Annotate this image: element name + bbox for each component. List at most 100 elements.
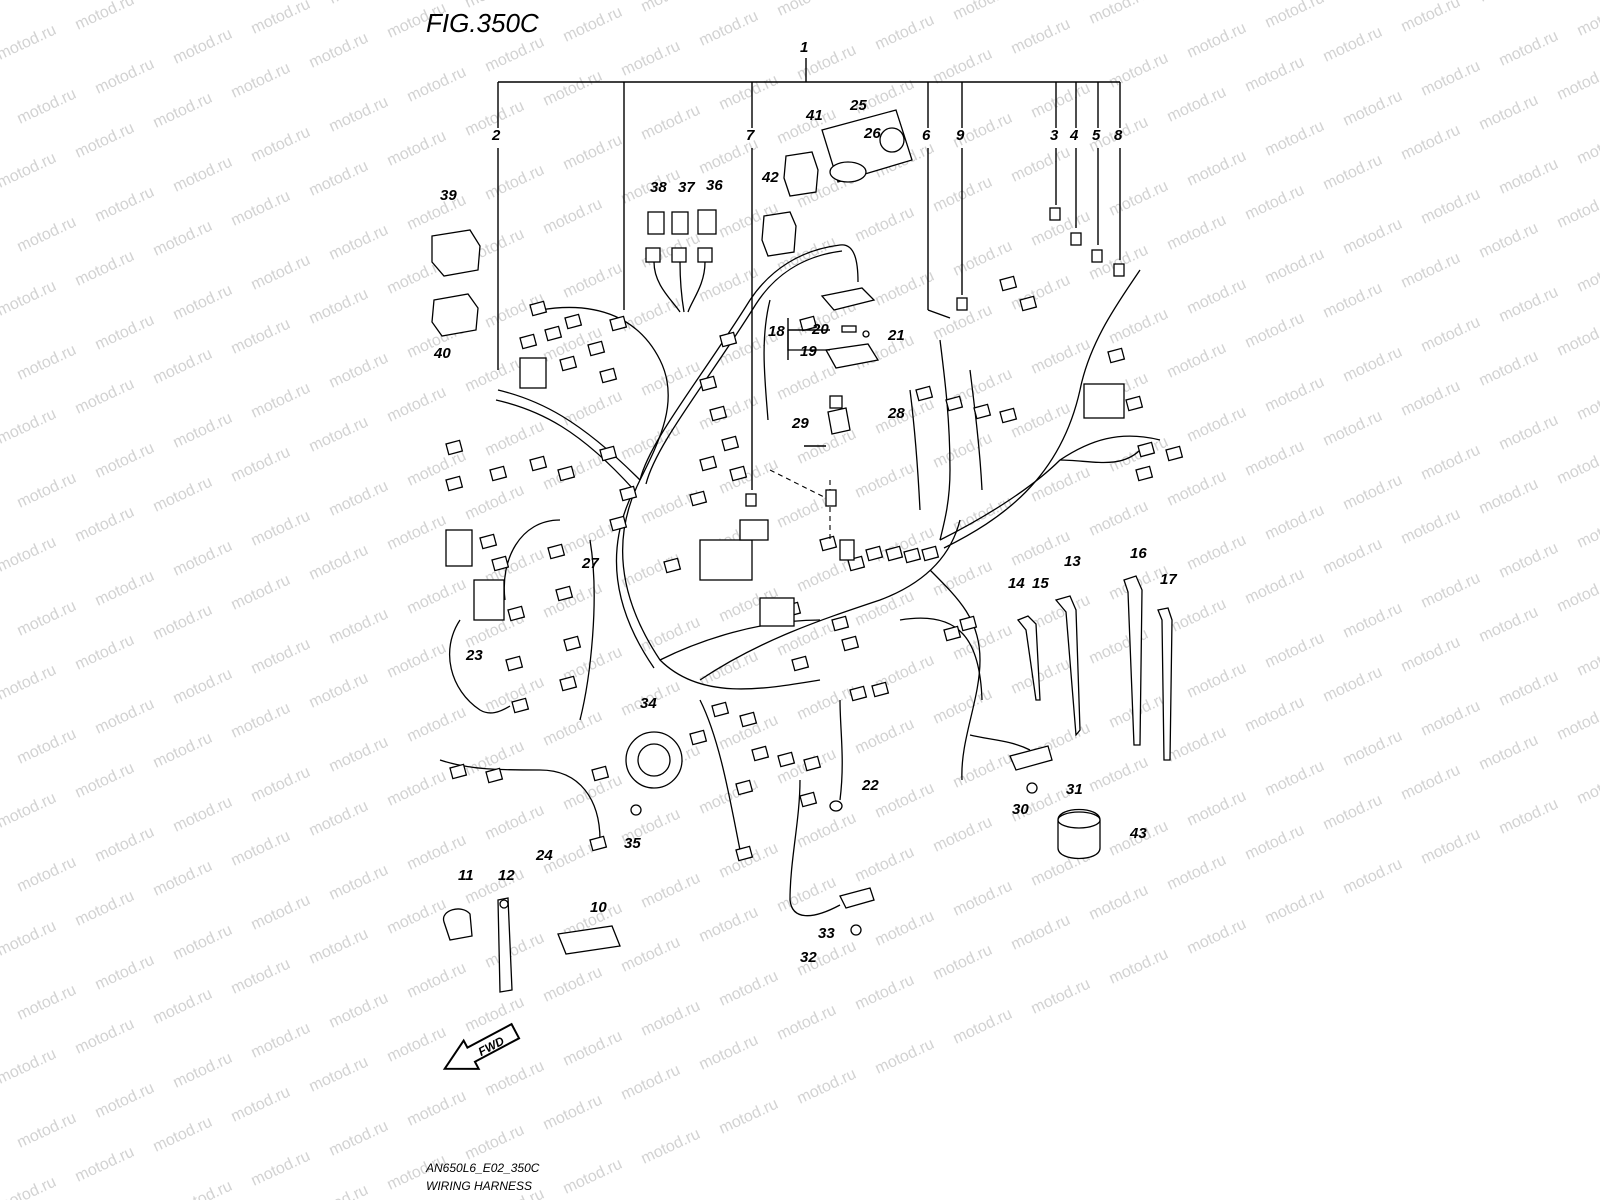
watermark-text: motod.ru — [1029, 336, 1093, 378]
watermark-text: motod.ru — [1107, 306, 1171, 348]
watermark-text: motod.ru — [1263, 502, 1327, 544]
watermark-text: motod.ru — [15, 342, 79, 384]
watermark-text: motod.ru — [93, 952, 157, 994]
watermark-text: motod.ru — [405, 1088, 469, 1130]
callout-4: 4 — [1069, 127, 1079, 144]
connector-plug — [445, 475, 464, 492]
watermark-text: motod.ru — [775, 362, 839, 404]
watermark-text: motod.ru — [93, 56, 157, 98]
connector-plug — [1135, 465, 1154, 482]
watermark-text: motod.ru — [1165, 852, 1229, 894]
connector-plug — [1107, 347, 1126, 364]
watermark-text: motod.ru — [151, 474, 215, 516]
watermark-text: motod.ru — [873, 908, 937, 950]
watermark-text: motod.ru — [1341, 728, 1405, 770]
watermark-text: motod.ru — [1399, 634, 1463, 676]
watermark-text: motod.ru — [1341, 216, 1405, 258]
watermark-text: motod.ru — [951, 1006, 1015, 1048]
watermark-text: motod.ru — [795, 810, 859, 852]
watermark-text: motod.ru — [151, 858, 215, 900]
connector-plug — [599, 367, 618, 384]
connector-plug — [719, 331, 738, 348]
watermark-text: motod.ru — [1165, 84, 1229, 126]
watermark-text: motod.ru — [483, 802, 547, 844]
connector-plug — [557, 465, 576, 482]
watermark-text: motod.ru — [1243, 182, 1307, 224]
callout-7: 7 — [746, 127, 755, 144]
watermark-text: motod.ru — [229, 1084, 293, 1126]
watermark-text: motod.ru — [405, 192, 469, 234]
watermark-text: motod.ru — [405, 704, 469, 746]
watermark-text: motod.ru — [853, 844, 917, 886]
watermark-text: motod.ru — [1185, 276, 1249, 318]
watermark-text: motod.ru — [0, 22, 59, 64]
watermark-text: motod.ru — [561, 132, 625, 174]
watermark-text: motod.ru — [385, 128, 449, 170]
watermark-text: motod.ru — [561, 1028, 625, 1070]
watermark-text: motod.ru — [307, 670, 371, 712]
watermark-text: motod.ru — [0, 116, 1, 158]
connector-plug — [1019, 295, 1038, 312]
callout-27: 27 — [581, 555, 599, 572]
watermark-text: motod.ru — [619, 294, 683, 336]
callout-1: 1 — [800, 39, 808, 56]
watermark-text: motod.ru — [1341, 88, 1405, 130]
connector-plug — [739, 711, 758, 728]
earth-lead — [829, 800, 875, 936]
watermark-text: motod.ru — [1263, 246, 1327, 288]
watermark-text: motod.ru — [0, 790, 59, 832]
watermark-text: motod.ru — [1419, 314, 1483, 356]
watermark-text: motod.ru — [1165, 212, 1229, 254]
watermark-text: motod.ru — [1575, 0, 1600, 40]
watermark-text: motod.ru — [1477, 732, 1541, 774]
watermark-text: motod.ru — [229, 572, 293, 614]
watermark-text: motod.ru — [15, 470, 79, 512]
watermark-text: motod.ru — [93, 440, 157, 482]
watermark-text: motod.ru — [1185, 532, 1249, 574]
watermark-text: motod.ru — [327, 94, 391, 136]
watermark-text: motod.ru — [1009, 400, 1073, 442]
watermark-text: motod.ru — [1263, 630, 1327, 672]
callout-11: 11 — [458, 867, 474, 884]
watermark-text: motod.ru — [1009, 16, 1073, 58]
watermark-text: motod.ru — [229, 828, 293, 870]
callout-34: 34 — [640, 695, 657, 712]
watermark-text: motod.ru — [151, 986, 215, 1028]
callout-13: 13 — [1064, 553, 1081, 570]
watermark-text: motod.ru — [171, 538, 235, 580]
watermark-text: motod.ru — [405, 576, 469, 618]
connector-block — [699, 539, 753, 581]
connector-plug — [849, 685, 868, 702]
watermark-text: motod.ru — [307, 158, 371, 200]
watermark-text: motod.ru — [0, 918, 59, 960]
watermark-text: motod.ru — [795, 682, 859, 724]
watermark-text: motod.ru — [541, 68, 605, 110]
watermark-text: motod.ru — [853, 204, 917, 246]
watermark-text: motod.ru — [307, 286, 371, 328]
watermark-text: motod.ru — [1087, 754, 1151, 796]
callout-38: 38 — [650, 179, 667, 196]
watermark-text: motod.ru — [1575, 766, 1600, 808]
watermark-text: motod.ru — [1185, 916, 1249, 958]
connector-plug — [871, 681, 890, 698]
connector-plug — [479, 533, 498, 550]
watermark-text: motod.ru — [483, 930, 547, 972]
watermark-text: motod.ru — [1243, 694, 1307, 736]
watermark-text: motod.ru — [1087, 882, 1151, 924]
watermark-text: motod.ru — [171, 922, 235, 964]
connector-plug — [587, 340, 606, 357]
callout-14: 14 — [1008, 575, 1025, 592]
watermark-text: motod.ru — [483, 162, 547, 204]
watermark-text: motod.ru — [385, 896, 449, 938]
watermark-text: motod.ru — [1107, 50, 1171, 92]
callout-39: 39 — [440, 187, 457, 204]
watermark-text: motod.ru — [73, 632, 137, 674]
watermark-text: motod.ru — [853, 460, 917, 502]
fuses — [745, 207, 1125, 507]
watermark-text: motod.ru — [541, 1092, 605, 1134]
watermark-text: motod.ru — [1029, 208, 1093, 250]
connector-plug — [529, 455, 548, 472]
watermark-text: motod.ru — [0, 150, 59, 192]
watermark-text: motod.ru — [795, 1066, 859, 1108]
connector-plug — [505, 655, 524, 672]
